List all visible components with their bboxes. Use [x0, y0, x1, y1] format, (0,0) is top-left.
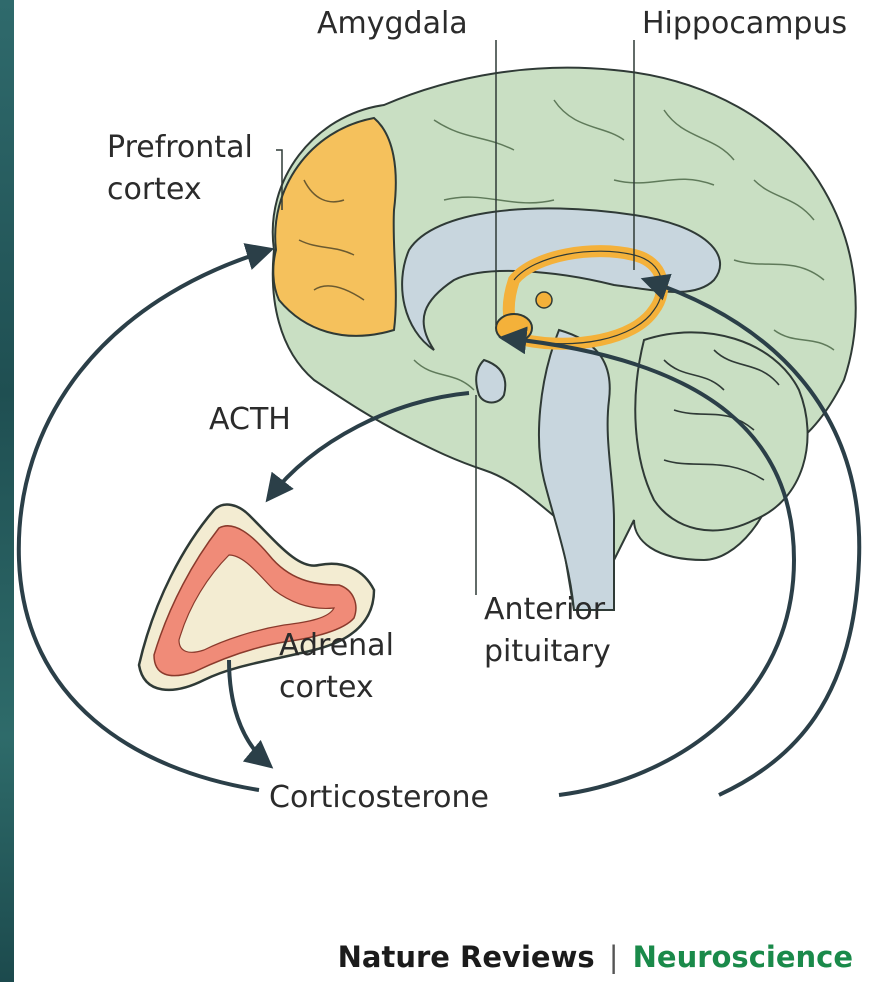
label-acth: ACTH [209, 402, 291, 438]
label-anterior-line1: Anterior [484, 592, 605, 628]
label-adrenal-line2: cortex [279, 670, 374, 706]
journal-section: Neuroscience [633, 940, 853, 974]
label-anterior-line2: pituitary [484, 634, 611, 670]
label-hippocampus: Hippocampus [642, 6, 847, 42]
journal-name: Nature Reviews [338, 940, 595, 974]
label-amygdala: Amygdala [317, 6, 468, 42]
label-corticosterone: Corticosterone [269, 780, 489, 816]
prefrontal-cortex-region [273, 118, 396, 336]
hpa-axis-figure: Amygdala Hippocampus Prefrontal cortex A… [14, 0, 873, 982]
credit-separator: | [605, 940, 623, 974]
journal-credit: Nature Reviews | Neuroscience [338, 940, 853, 974]
label-prefrontal-line2: cortex [107, 172, 202, 208]
adrenal-to-corticosterone-arrow [229, 660, 269, 765]
label-adrenal-line1: Adrenal [279, 628, 394, 664]
slide-edge-strip [0, 0, 14, 982]
label-prefrontal-line1: Prefrontal [107, 130, 253, 166]
brainstem [539, 330, 614, 610]
